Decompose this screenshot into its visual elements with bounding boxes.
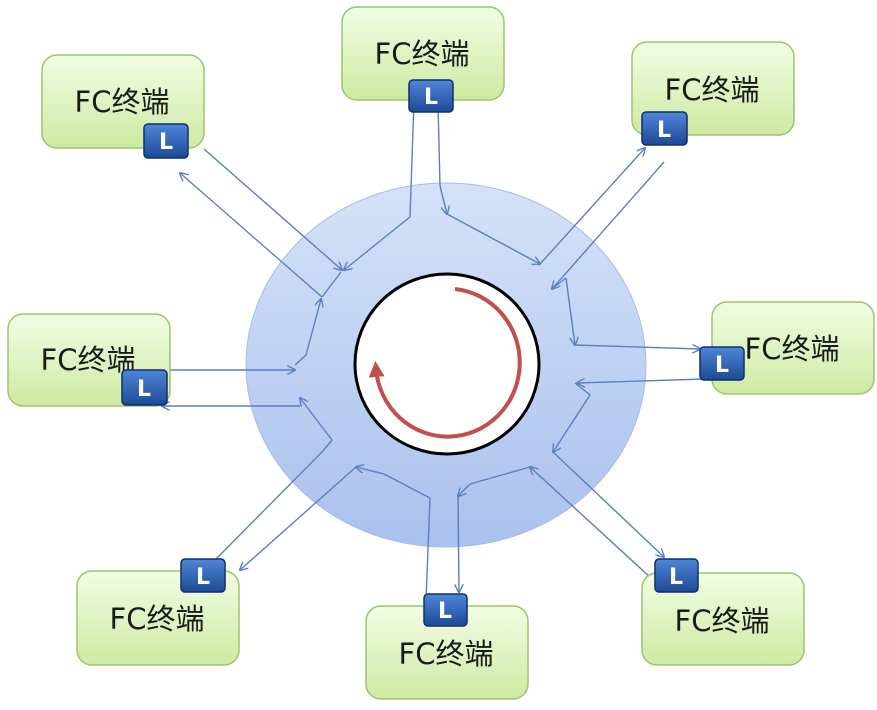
terminal-left: FC终端 L	[7, 313, 171, 407]
terminal-label: FC终端	[41, 343, 136, 377]
port-l: L	[121, 369, 168, 406]
port-l: L	[641, 111, 688, 146]
clockwise-arrow-icon	[368, 287, 522, 439]
terminal-top: FC终端 L	[341, 6, 505, 113]
loop-core	[353, 272, 541, 456]
svg-text:L: L	[669, 565, 683, 590]
terminal-top-right: FC终端 L	[631, 41, 795, 146]
loop-path	[294, 185, 591, 499]
svg-text:L: L	[715, 353, 729, 378]
svg-text:L: L	[657, 118, 671, 143]
terminal-label: FC终端	[110, 602, 205, 636]
terminal-links	[162, 101, 706, 601]
terminal-top-left: FC终端 L	[41, 54, 205, 159]
port-l: L	[654, 558, 699, 593]
port-l: L	[423, 593, 468, 627]
terminal-label: FC终端	[665, 73, 760, 107]
terminal-right: FC终端 L	[699, 301, 875, 395]
terminal-label: FC终端	[375, 37, 470, 71]
port-l: L	[180, 558, 226, 593]
terminal-label: FC终端	[399, 637, 494, 671]
terminal-bottom-left: FC终端 L	[76, 558, 240, 666]
port-l: L	[699, 346, 745, 381]
svg-text:L: L	[424, 85, 438, 110]
terminal-bottom: FC终端 L	[365, 593, 529, 700]
svg-text:L: L	[137, 377, 151, 402]
terminal-label: FC终端	[675, 604, 770, 638]
port-l: L	[143, 123, 189, 159]
terminal-label: FC终端	[745, 332, 840, 366]
terminal-label: FC终端	[75, 85, 170, 119]
svg-text:L: L	[438, 599, 452, 624]
terminal-bottom-right: FC终端 L	[641, 558, 805, 666]
svg-text:L: L	[196, 565, 210, 590]
port-l: L	[408, 79, 454, 113]
svg-text:L: L	[159, 130, 173, 155]
